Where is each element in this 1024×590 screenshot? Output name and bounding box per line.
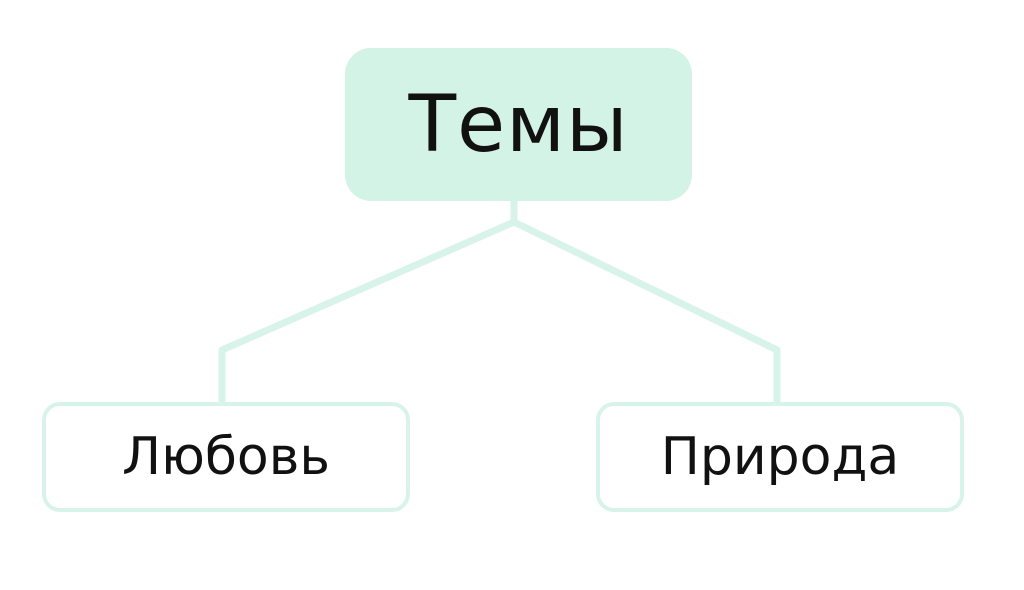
connector-right-branch	[510, 218, 781, 406]
root-node-topics: Темы	[345, 48, 692, 201]
child-node-love: Любовь	[42, 402, 410, 512]
root-node-label: Темы	[408, 79, 629, 170]
connector-left-branch	[218, 218, 518, 406]
child-node-label: Любовь	[121, 427, 331, 487]
child-node-nature: Природа	[596, 402, 964, 512]
child-node-label: Природа	[660, 427, 900, 487]
